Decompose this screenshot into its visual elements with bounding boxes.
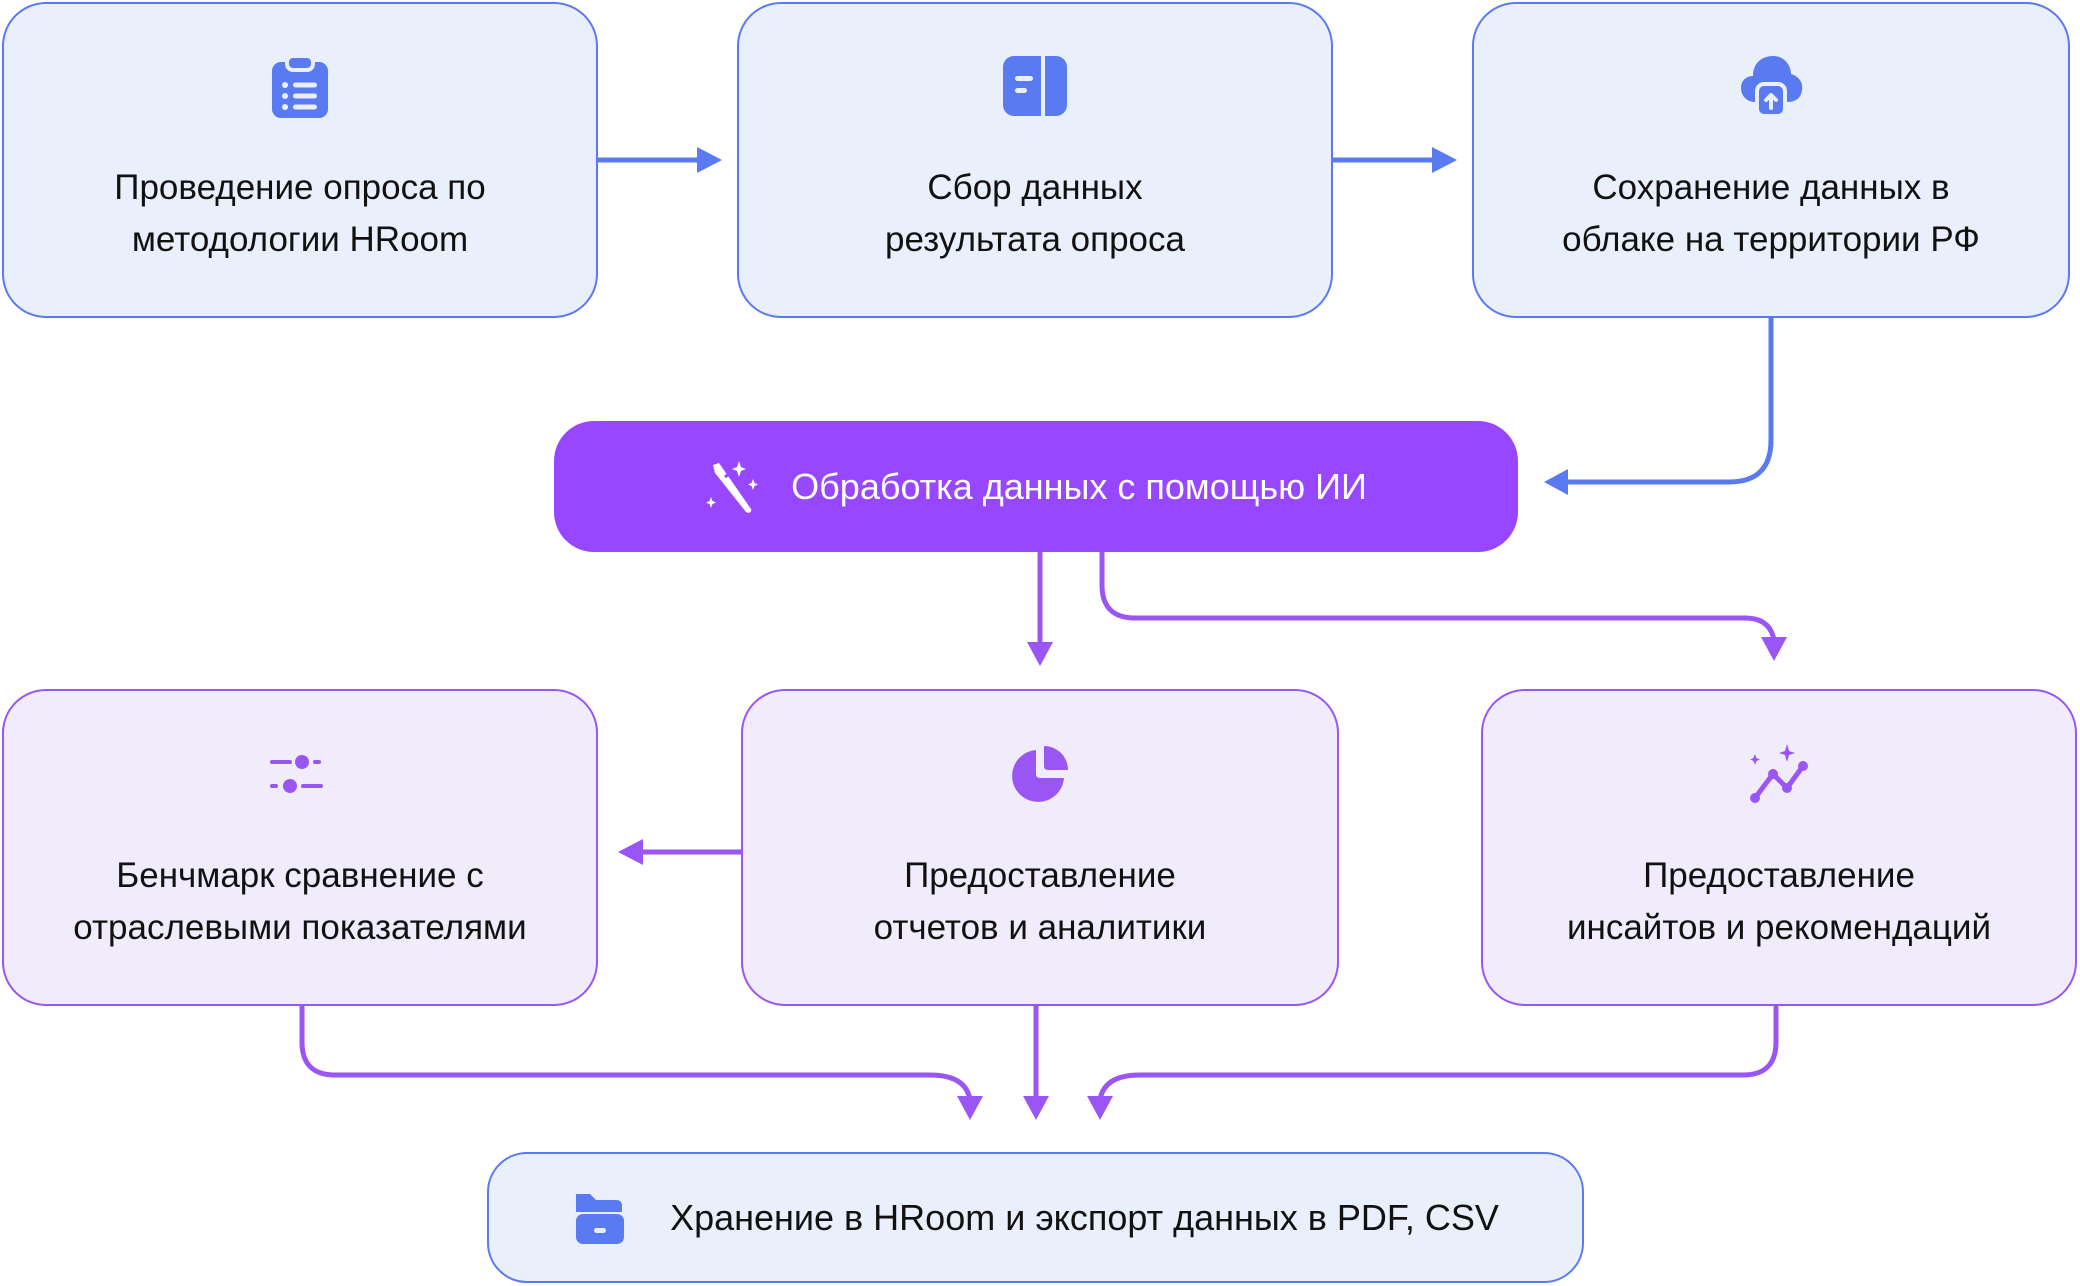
- node-storage: Хранение в HRoom и экспорт данных в PDF,…: [487, 1152, 1584, 1283]
- node-label: Сбор данных результата опроса: [885, 168, 1185, 259]
- sliders-icon: [270, 754, 323, 793]
- arrowhead: [1027, 642, 1053, 666]
- clipboard-list-icon: [272, 54, 328, 118]
- node-label: Проведение опроса по методологии HRoom: [114, 168, 486, 259]
- cloud-upload-icon: [1741, 56, 1803, 118]
- node-label: Обработка данных с помощью ИИ: [791, 465, 1367, 507]
- node-insights: Предоставление инсайтов и рекомендаций: [1481, 689, 2077, 1006]
- edge-benchmark-storage: [299, 1006, 973, 1101]
- edge-cloud-ai: [1565, 318, 1774, 485]
- node-reports: Предоставление отчетов и аналитики: [741, 689, 1339, 1006]
- arrowhead: [1087, 1096, 1113, 1120]
- magic-wand-icon: [706, 460, 759, 513]
- folder-icon: [576, 1193, 625, 1244]
- arrowhead: [1761, 637, 1787, 661]
- node-survey: Проведение опроса по методологии HRoom: [2, 2, 598, 318]
- sparkle-trend-icon: [1750, 743, 1808, 803]
- node-label: Предоставление отчетов и аналитики: [873, 855, 1207, 947]
- document-panel-icon: [1003, 56, 1067, 116]
- pie-chart-icon: [1012, 745, 1068, 802]
- arrowhead: [1544, 469, 1568, 495]
- node-collect: Сбор данных результата опроса: [737, 2, 1333, 318]
- node-label: Бенчмарк сравнение с отраслевыми показат…: [73, 855, 527, 947]
- arrowhead: [1432, 147, 1457, 173]
- node-label: Хранение в HRoom и экспорт данных в PDF,…: [670, 1196, 1499, 1238]
- edge-ai-insights: [1099, 552, 1777, 641]
- arrowhead: [1023, 1096, 1049, 1120]
- node-benchmark: Бенчмарк сравнение с отраслевыми показат…: [2, 689, 598, 1006]
- node-label: Сохранение данных в облаке на территории…: [1562, 168, 1980, 259]
- arrowhead: [618, 839, 643, 865]
- node-ai-processing: Обработка данных с помощью ИИ: [554, 421, 1518, 552]
- arrowhead: [697, 147, 722, 173]
- edge-insights-storage: [1097, 1006, 1779, 1101]
- node-cloud: Сохранение данных в облаке на территории…: [1472, 2, 2070, 318]
- node-label: Предоставление инсайтов и рекомендаций: [1566, 855, 1992, 947]
- arrowhead: [957, 1096, 983, 1120]
